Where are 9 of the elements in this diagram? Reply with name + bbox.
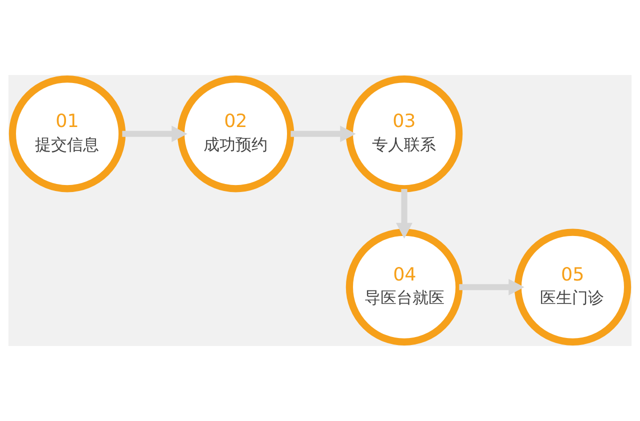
node-circle: 03 专人联系 [346,76,463,192]
arrow [396,189,412,239]
node-circle: 05 医生门诊 [514,228,632,346]
node-circle: 02 成功预约 [177,76,294,192]
node-circle: 01 提交信息 [8,76,126,192]
node-circle: 04 导医台就医 [346,228,463,346]
arrow [290,126,356,142]
arrow [122,126,188,142]
arrow [459,278,524,296]
